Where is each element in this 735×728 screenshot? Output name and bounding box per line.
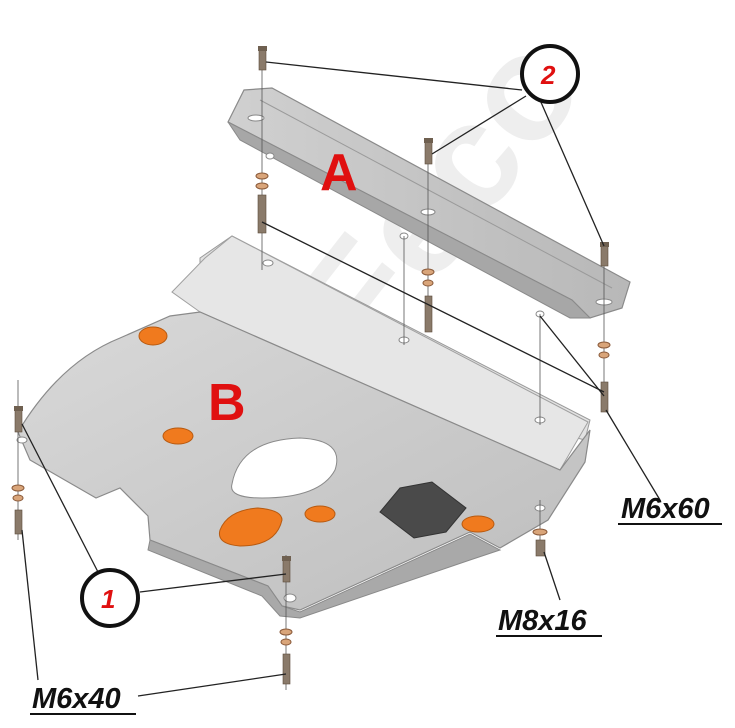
hardware [11, 46, 611, 685]
spec-m6x40: M6x40 [30, 683, 136, 715]
leader-lines [21, 61, 661, 697]
washer [532, 528, 548, 536]
washer [422, 279, 434, 287]
spec-m6x60: M6x60 [618, 493, 722, 525]
washer [280, 638, 292, 646]
bolt [282, 556, 291, 561]
bar-a-rib [259, 99, 613, 289]
mount-hole [283, 593, 297, 603]
part-label-a: A [320, 144, 358, 202]
spec-label-m8x16: M8x16 [498, 605, 588, 637]
bolt [535, 539, 546, 557]
bolt [258, 46, 267, 51]
washer [597, 341, 611, 349]
spec-label-m6x40: M6x40 [32, 683, 121, 715]
washer [255, 172, 269, 180]
bolt [282, 559, 291, 583]
washer [12, 494, 24, 502]
bolt [600, 242, 609, 247]
bolt [258, 49, 267, 71]
plate-b: B [16, 235, 591, 619]
slot-hole [265, 152, 275, 160]
bolt [600, 245, 609, 267]
washer [255, 182, 269, 190]
drain-plug-large [218, 507, 283, 547]
spec-m8x16: M8x16 [496, 605, 602, 637]
bolt [600, 381, 609, 413]
washer [421, 268, 435, 276]
callout-1: 1 [80, 568, 140, 628]
bolt [424, 138, 433, 143]
callout-1-number: 1 [101, 584, 115, 614]
bar-a: A [227, 87, 631, 319]
plate-b-vent-hole [379, 481, 467, 539]
drain-plug-1 [138, 326, 168, 346]
washer [598, 351, 610, 359]
bolt [14, 409, 23, 433]
callout-2: 2 [520, 44, 580, 104]
mount-hole [262, 259, 274, 267]
bolt [424, 141, 433, 165]
spec-label-m6x60: M6x60 [621, 493, 710, 525]
bolt [14, 509, 23, 535]
plate-b-front-lip [147, 533, 502, 619]
plate-b-oval-hole [231, 437, 338, 499]
callout-2-number: 2 [540, 60, 556, 90]
drain-plug-4 [461, 515, 495, 533]
bolt [282, 653, 291, 685]
bolt [14, 406, 23, 411]
part-label-b: B [208, 374, 246, 432]
bolt [424, 295, 433, 333]
mount-hole [16, 436, 28, 444]
drain-plug-2 [162, 427, 194, 445]
washer [11, 484, 25, 492]
bar-a-fold [227, 121, 592, 319]
slot-hole [247, 114, 265, 122]
drain-plug-3 [304, 505, 336, 523]
bolt [257, 194, 267, 234]
washer [279, 628, 293, 636]
